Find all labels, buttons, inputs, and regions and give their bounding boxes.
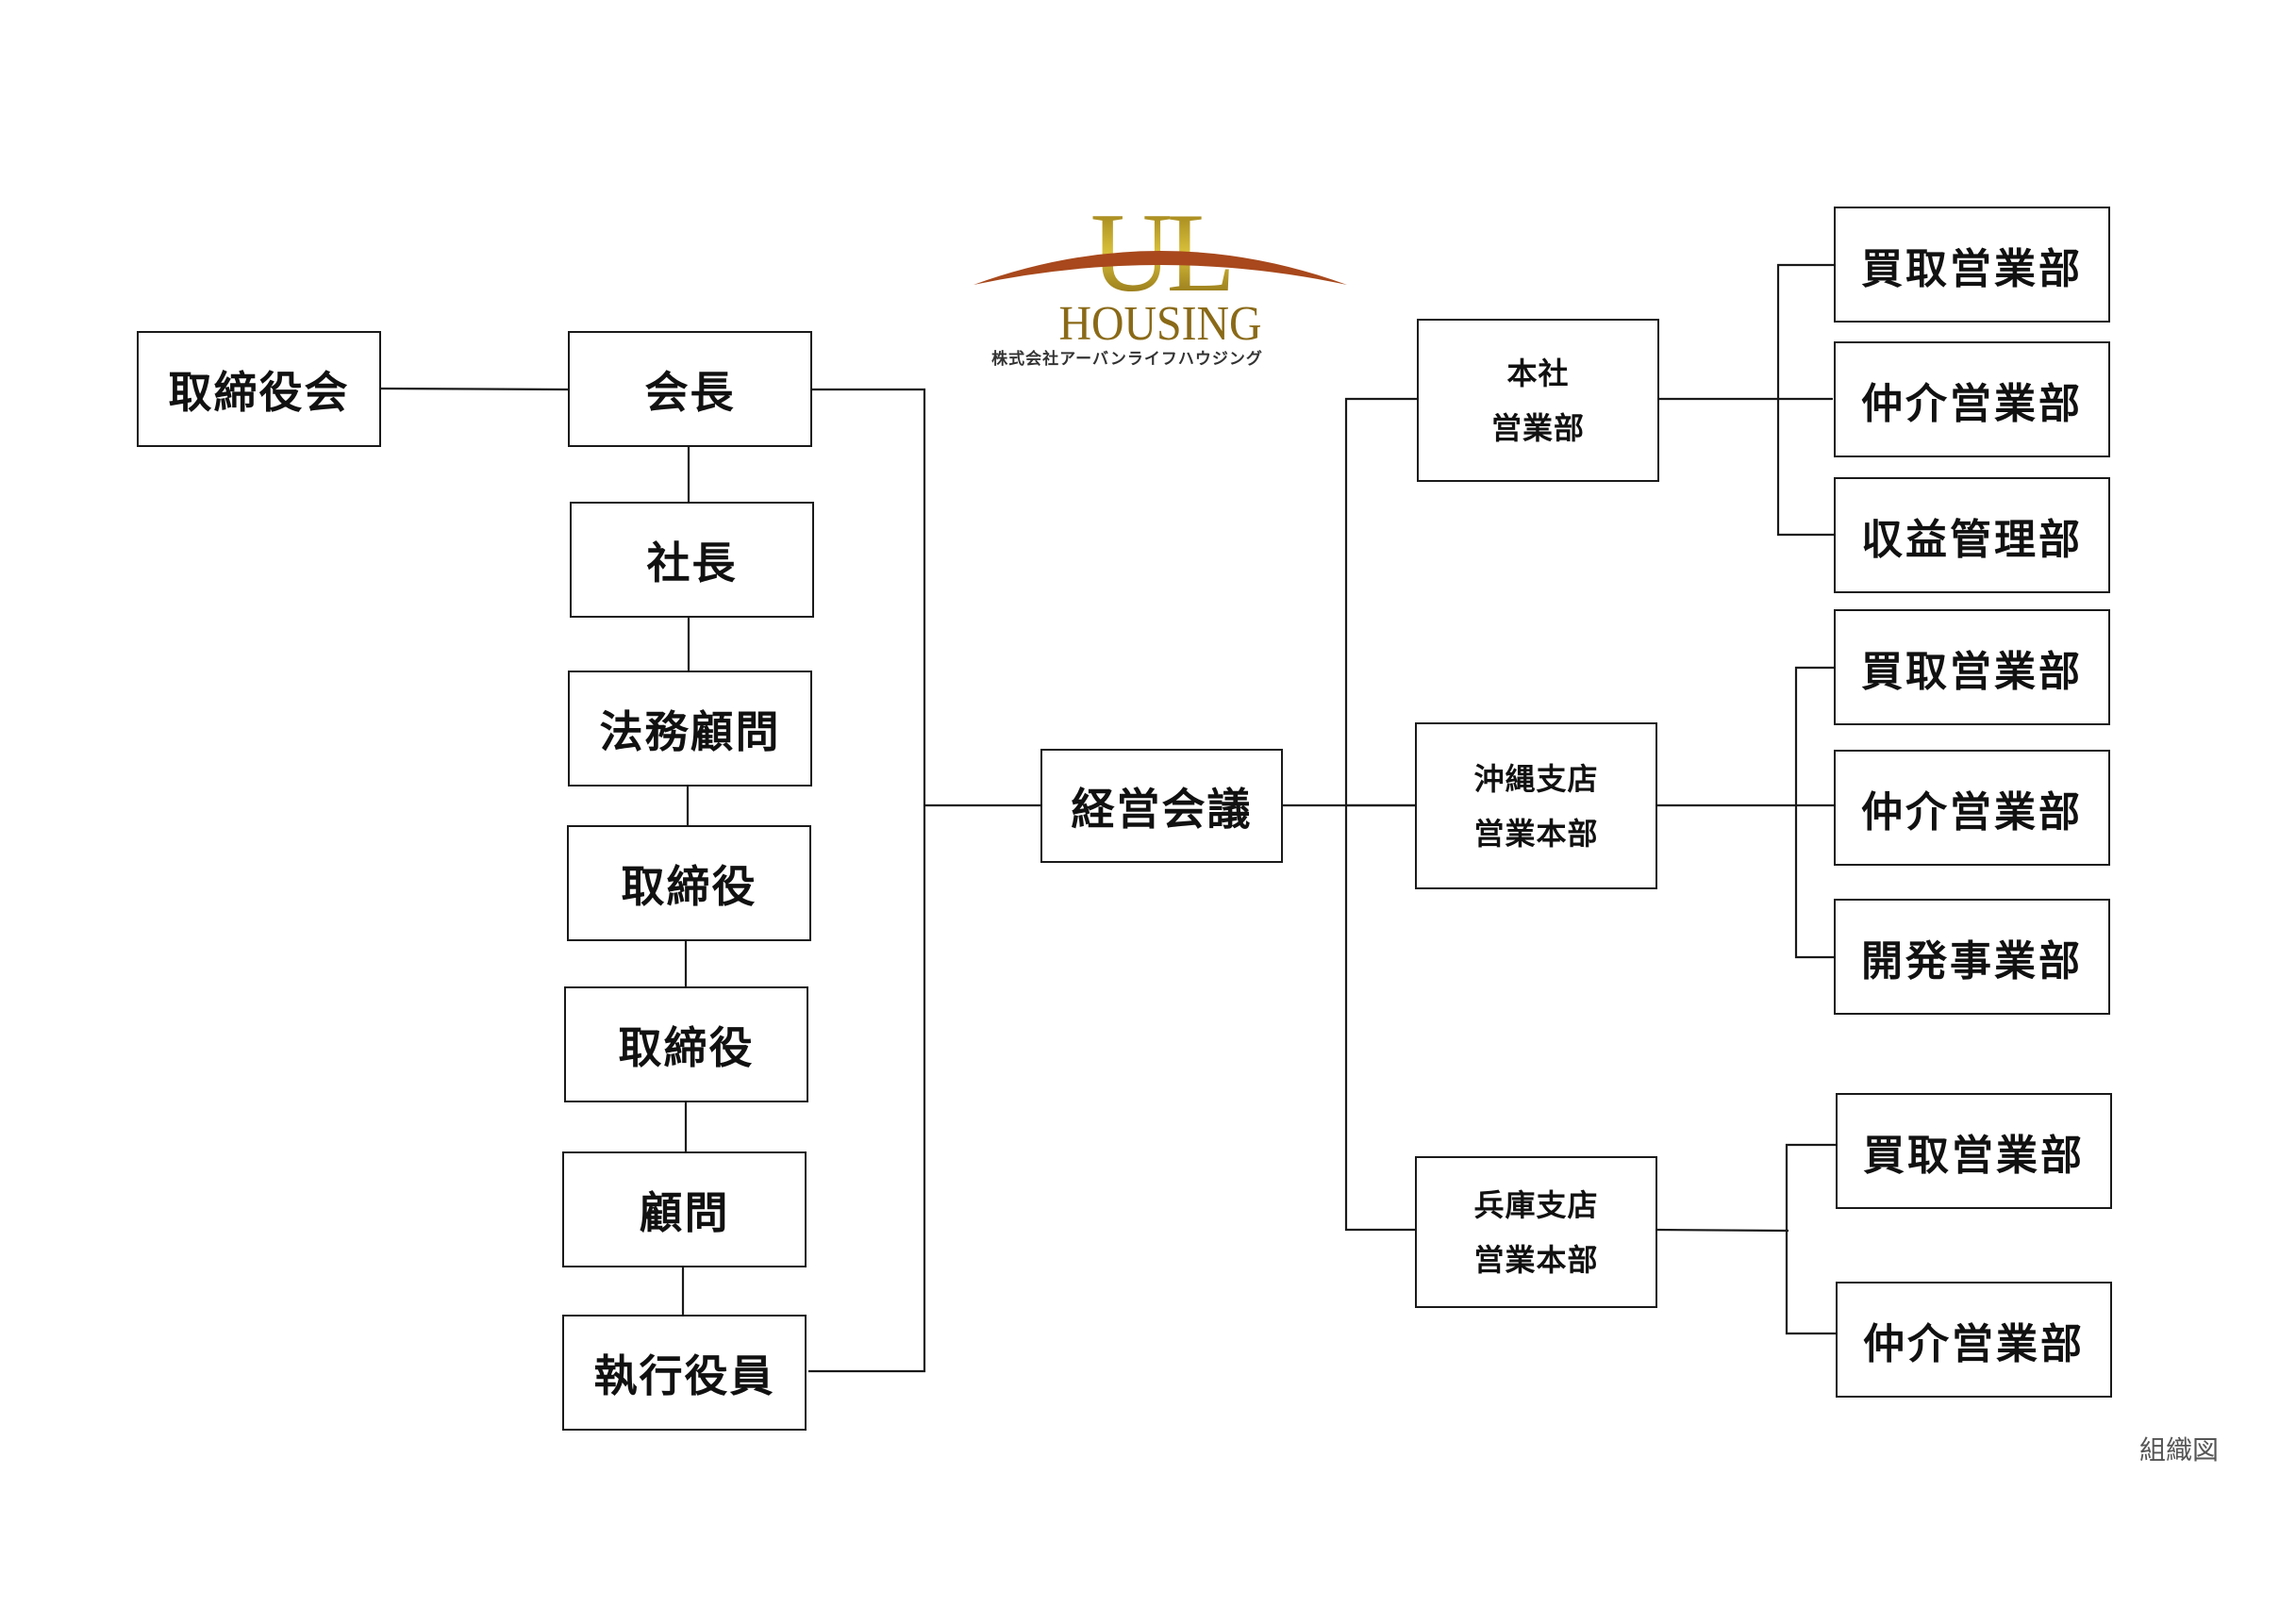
exec-legal-advisor: 法務顧問 <box>568 671 812 787</box>
okinawa-dept-brokerage: 仲介営業部 <box>1834 750 2110 866</box>
management-meeting-box: 経営会議 <box>1040 749 1283 863</box>
branch-okinawa-line2: 営業本部 <box>1473 815 1599 852</box>
exec-director-1: 取締役 <box>567 825 811 941</box>
branch-hq-line1: 本社 <box>1506 355 1570 391</box>
exec-executive-officer: 執行役員 <box>562 1315 807 1431</box>
exec-advisor: 顧問 <box>562 1151 807 1267</box>
branch-hq-line2: 営業部 <box>1490 409 1585 446</box>
branch-okinawa: 沖縄支店 営業本部 <box>1415 722 1657 889</box>
hyogo-dept-purchase: 買取営業部 <box>1836 1093 2112 1209</box>
branch-hyogo-line2: 営業本部 <box>1473 1241 1599 1278</box>
company-name: 株式会社アーバンライフハウジング <box>991 350 1263 369</box>
company-logo: UL HOUSING <box>973 190 1347 351</box>
branch-hyogo-line1: 兵庫支店 <box>1473 1186 1599 1223</box>
exec-director-2: 取締役 <box>564 986 808 1102</box>
branch-okinawa-line1: 沖縄支店 <box>1473 760 1599 797</box>
okinawa-dept-development: 開発事業部 <box>1834 899 2110 1015</box>
branch-hyogo: 兵庫支店 営業本部 <box>1415 1156 1657 1308</box>
hyogo-dept-brokerage: 仲介営業部 <box>1836 1282 2112 1398</box>
okinawa-dept-purchase: 買取営業部 <box>1834 609 2110 725</box>
chart-caption: 組織図 <box>2139 1434 2220 1466</box>
branch-hq: 本社 営業部 <box>1417 319 1659 482</box>
hq-dept-brokerage: 仲介営業部 <box>1834 341 2110 457</box>
svg-text:HOUSING: HOUSING <box>1059 297 1262 351</box>
exec-chairman: 会長 <box>568 331 812 447</box>
board-box: 取締役会 <box>137 331 381 447</box>
hq-dept-income-mgmt: 収益管理部 <box>1834 477 2110 593</box>
hq-dept-purchase: 買取営業部 <box>1834 207 2110 323</box>
exec-president: 社長 <box>570 502 814 618</box>
